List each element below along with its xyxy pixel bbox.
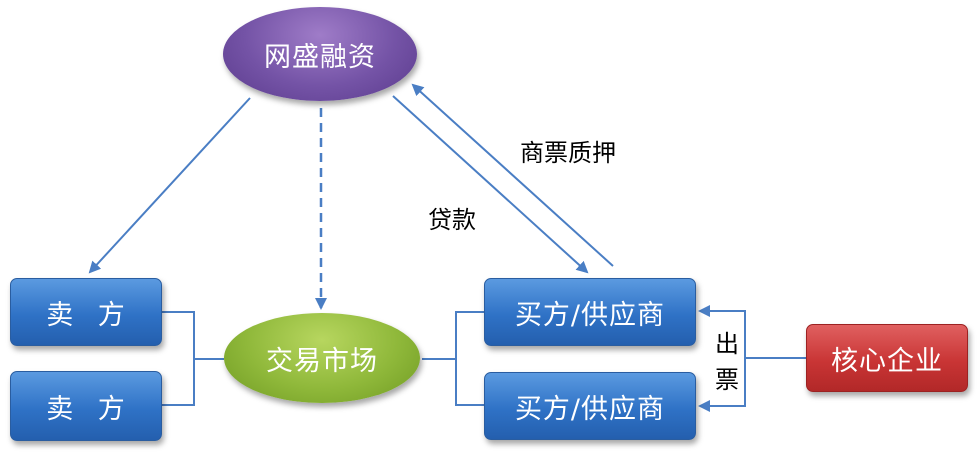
arrow-pledge (411, 83, 614, 267)
node-buyer-2-label: 买方/供应商 (514, 393, 666, 425)
label-pledge: 商票质押 (520, 139, 616, 167)
node-buyer-1: 买方/供应商 (484, 278, 696, 346)
issue-bracket (698, 305, 806, 359)
node-trading-market: 交易市场 (224, 313, 420, 403)
node-seller-2: 卖 方 (10, 371, 162, 441)
node-wangsheng-financing: 网盛融资 (223, 7, 417, 101)
node-buyer-1-label: 买方/供应商 (514, 299, 666, 331)
node-wangsheng-label: 网盛融资 (264, 41, 376, 73)
label-issue: 出票 (715, 330, 739, 394)
node-core-label: 核心企业 (831, 345, 943, 377)
label-loan: 贷款 (428, 206, 476, 234)
node-seller-1: 卖 方 (10, 278, 162, 346)
seller-bracket (162, 311, 195, 406)
node-seller-2-label: 卖 方 (46, 393, 126, 425)
arrow-loan (392, 95, 589, 274)
buyer-bracket (455, 311, 484, 406)
arrow-finance-to-seller (88, 97, 251, 274)
node-seller-1-label: 卖 方 (46, 299, 126, 331)
node-buyer-2: 买方/供应商 (484, 372, 696, 440)
node-core-enterprise: 核心企业 (806, 324, 968, 392)
node-market-label: 交易市场 (266, 345, 378, 377)
